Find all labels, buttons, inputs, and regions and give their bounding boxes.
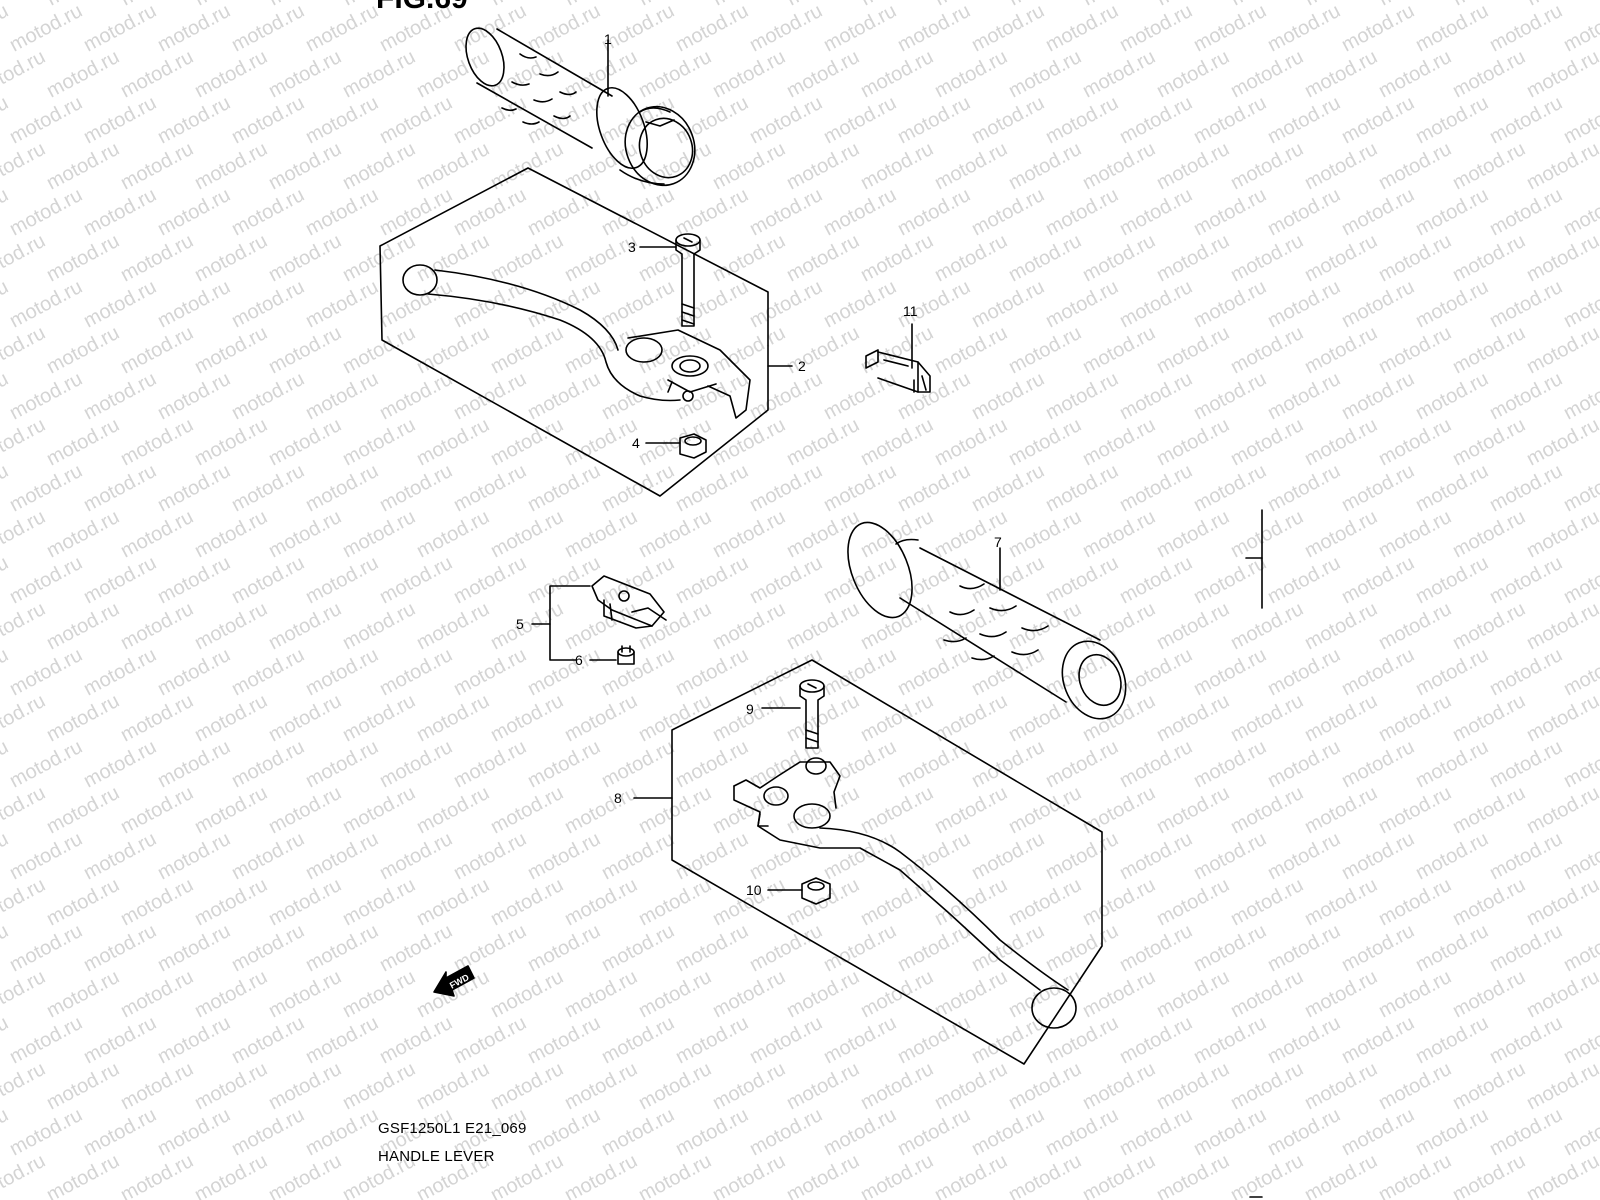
handle-grip-right-drawing [465,27,696,187]
leader-bracket-5-6 [549,585,591,661]
brake-switch-11-drawing [865,349,931,393]
pivot-bolt-9-drawing [799,679,825,749]
screw-6-drawing [617,645,635,665]
callout-8: 8 [614,790,622,806]
callout-10: 10 [746,882,762,898]
figure-model-code: GSF1250L1 E21_069 [378,1120,527,1137]
callout-11: 11 [903,303,918,319]
nut-10-drawing [801,877,831,905]
callout-6: 6 [575,652,583,668]
callout-2: 2 [798,358,806,374]
nut-4-drawing [679,433,707,459]
callout-9: 9 [746,701,754,717]
brake-lever-drawing [402,264,751,419]
fwd-arrow-icon: FWD [433,965,475,997]
figure-name: HANDLE LEVER [378,1148,495,1165]
callout-4: 4 [632,435,640,451]
clutch-switch-5-drawing [591,575,667,629]
callout-5: 5 [516,616,524,632]
callout-7: 7 [994,534,1002,550]
callout-1: 1 [604,31,612,47]
clutch-lever-drawing [733,757,1077,1029]
figure-title: FIG.69 [376,0,468,15]
assembly-box-2 [379,167,769,497]
pivot-bolt-3-drawing [675,233,701,327]
handle-grip-left-drawing [847,521,1127,720]
assembly-box-8 [671,659,1103,1065]
callout-3: 3 [628,239,636,255]
